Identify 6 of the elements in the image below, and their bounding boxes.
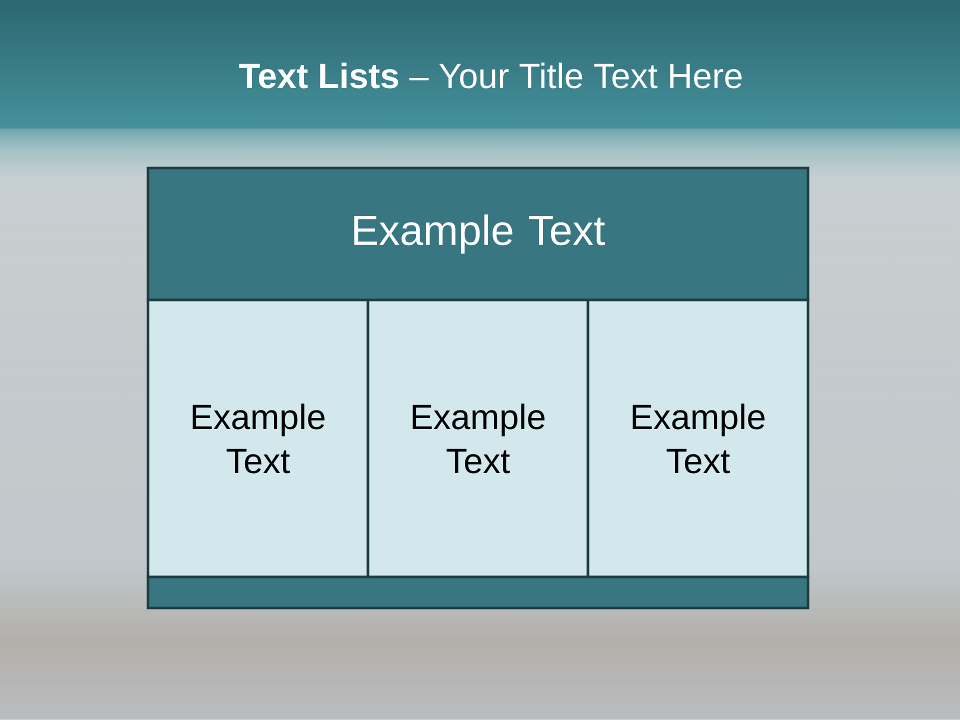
table-cell: Example Text	[586, 298, 810, 578]
footer-bar	[146, 576, 810, 610]
table-cell: Example Text	[366, 298, 590, 578]
slide-title: Text Lists – Your Title Text Here	[239, 62, 742, 88]
table-header: Example Text	[146, 166, 810, 302]
table-cell: Example Text	[146, 298, 370, 578]
